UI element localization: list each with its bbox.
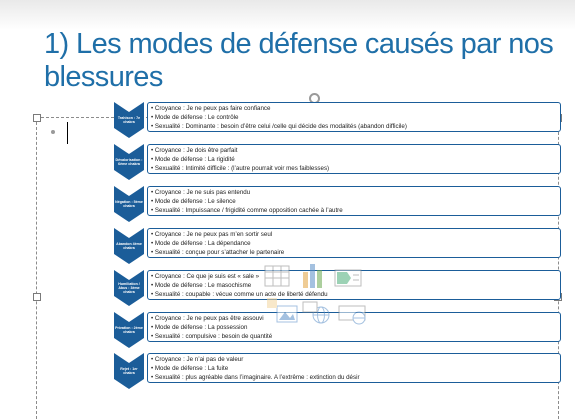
insert-chart-icon[interactable] xyxy=(303,264,322,288)
bullet-line: • Mode de défense : La dépendance xyxy=(151,240,251,247)
text-box[interactable]: • Croyance : Je n’ai pas de valeur • Mode… xyxy=(147,353,561,383)
bullet-line: • Croyance : Je ne peux pas faire confia… xyxy=(151,105,271,112)
chevron-label: Privation : 2ème chakra xyxy=(115,325,143,334)
bullet-line: • Croyance : Ce que je suis est « sale » xyxy=(151,273,260,280)
bullet-line: • Croyance : Je ne peux pas être assouvi xyxy=(151,315,264,322)
bullet-line: • Croyance : Je n’ai pas de valeur xyxy=(151,356,244,363)
bullet-line: • Croyance : Je ne peux pas m’en sortir … xyxy=(151,231,273,238)
bullet-line: • Mode de défense : La rigidité xyxy=(151,156,235,163)
chevron-label: Trahison : 7e chakra xyxy=(117,115,141,124)
text-box[interactable]: • Croyance : Je ne peux pas être assouvi… xyxy=(147,312,561,342)
chevron-label: Rejet : 1er chakra xyxy=(120,366,138,375)
bullet-line: • Croyance : Je ne suis pas entendu xyxy=(151,189,251,196)
bullet-line: • Sexualité : conçue pour s’attacher le … xyxy=(151,249,285,256)
bullet-line: • Mode de défense : Le contrôle xyxy=(151,114,239,121)
bullet-line: • Mode de défense : La possession xyxy=(151,324,248,331)
bullet-line: • Mode de défense : Le masochisme xyxy=(151,282,252,289)
bullet-line: • Croyance : Je dois être parfait xyxy=(151,147,238,154)
insert-online-picture-icon[interactable] xyxy=(302,301,330,324)
resize-handle-left[interactable] xyxy=(33,293,41,301)
text-caret xyxy=(67,122,68,144)
bullet-line: • Sexualité : Intimité difficile : (l’au… xyxy=(151,165,330,172)
text-box[interactable]: • Croyance : Je ne peux pas m’en sortir … xyxy=(147,228,561,258)
chevron-label: Négation : 5ème chakra xyxy=(115,199,143,208)
chevron-label: Abandon 4ème chakra xyxy=(116,241,142,250)
insert-picture-icon[interactable] xyxy=(267,298,298,323)
chevron-label: Dévalorisation : 6ème chakra xyxy=(115,157,143,166)
insert-content-icons xyxy=(263,262,373,332)
bullet-line: • Sexualité : compulsive : besoin de qua… xyxy=(151,333,273,340)
text-box[interactable]: • Croyance : Je dois être parfait • Mode … xyxy=(147,144,561,174)
bullet-line: • Sexualité : Impuissance / frigidité co… xyxy=(151,207,343,214)
text-box[interactable]: • Croyance : Je ne peux pas faire confia… xyxy=(147,102,561,132)
text-box[interactable]: • Croyance : Je ne suis pas entendu • Mod… xyxy=(147,186,561,216)
insert-table-icon[interactable] xyxy=(264,265,290,287)
bullet-line: • Mode de défense : Le silence xyxy=(151,198,236,205)
bullet-line: • Mode de défense : La fuite xyxy=(151,365,229,372)
bullet-line: • Sexualité : coupable : vécue comme un … xyxy=(151,291,328,298)
slide-title[interactable]: 1) Les modes de défense causés par nos b… xyxy=(44,28,554,93)
bullet-line: • Sexualité : Dominante : besoin d’être … xyxy=(151,123,407,130)
bullet-line: • Sexualité : plus agréable dans l’imagi… xyxy=(151,374,360,381)
insert-video-icon[interactable] xyxy=(338,305,366,325)
chevron-label: Humiliation / Abus : 3ème chakra xyxy=(118,281,140,295)
placeholder-bullet xyxy=(51,130,55,134)
insert-smartart-icon[interactable] xyxy=(334,269,362,287)
resize-handle-top-left[interactable] xyxy=(33,114,41,122)
